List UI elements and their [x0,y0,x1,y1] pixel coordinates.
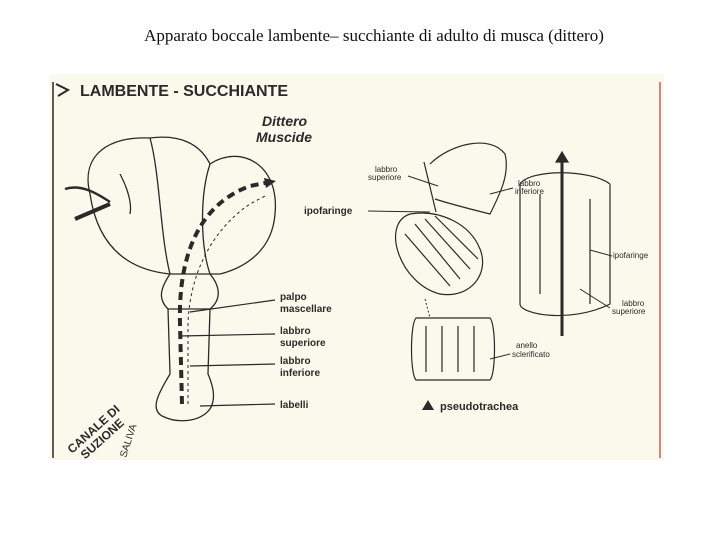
leader-ipofaringe-right [589,249,613,257]
diagram-figure: LAMBENTE - SUCCHIANTE Dittero Muscide pa… [50,74,664,460]
suction-canal-path [177,180,271,405]
fly-head-illustration [64,136,276,422]
label-labbro-inf-left-2: inferiore [280,368,320,379]
slide-title: Apparato boccale lambente– succhiante di… [144,26,604,45]
leader-labelli [199,403,276,407]
label-labbro-inf-right-1: labbro [518,179,541,188]
label-labbro-sup-left-1: labbro [280,326,311,337]
leader-anello [489,353,511,360]
leader-labbro-inf-left [189,363,276,367]
label-labbro-sup-right-1: labbro [375,165,398,174]
label-labbro-sup-cross-1: labbro [622,299,645,308]
diagram-subtitle-dittero: Dittero [262,113,308,129]
label-labbro-sup-left-2: superiore [280,338,326,349]
pseudotrachea-triangle-icon [422,400,434,410]
label-anello-1: anello [516,341,538,350]
leader-labbro-sup-left [179,333,276,337]
cross-section-illustration [519,150,611,336]
diagram-heading: LAMBENTE - SUCCHIANTE [80,83,288,100]
leader-labbro-sup-cross [579,288,611,309]
label-labbro-sup-right-2: superiore [368,173,402,182]
proboscis-illustration [394,142,507,381]
label-labelli: labelli [280,400,309,411]
label-labbro-inf-left-1: labbro [280,356,311,367]
label-labbro-inf-right-2: inferiore [515,187,544,196]
leader-palpo [189,299,276,313]
label-anello-2: sclerificato [512,350,550,359]
canal-arrow-head [264,178,276,188]
mouthparts-diagram: LAMBENTE - SUCCHIANTE Dittero Muscide pa… [52,82,661,460]
heading-check-mark [55,83,71,97]
label-ipofaringe-center: ipofaringe [304,206,353,217]
label-palpo: palpo [280,292,307,303]
label-ipofaringe-right: ipofaringe [613,251,649,260]
saliva-canal-path [187,195,266,404]
leader-ipofaringe-center [367,210,431,213]
leader-labbro-sup-right [407,175,439,187]
diagram-subtitle-muscide: Muscide [256,129,312,145]
label-pseudotrachea: pseudotrachea [440,401,519,413]
leader-pseudotrachea-detail [424,298,431,319]
label-labbro-sup-cross-2: superiore [612,307,646,316]
label-mascellare: mascellare [280,304,332,315]
leader-labbro-inf-right [489,187,514,195]
